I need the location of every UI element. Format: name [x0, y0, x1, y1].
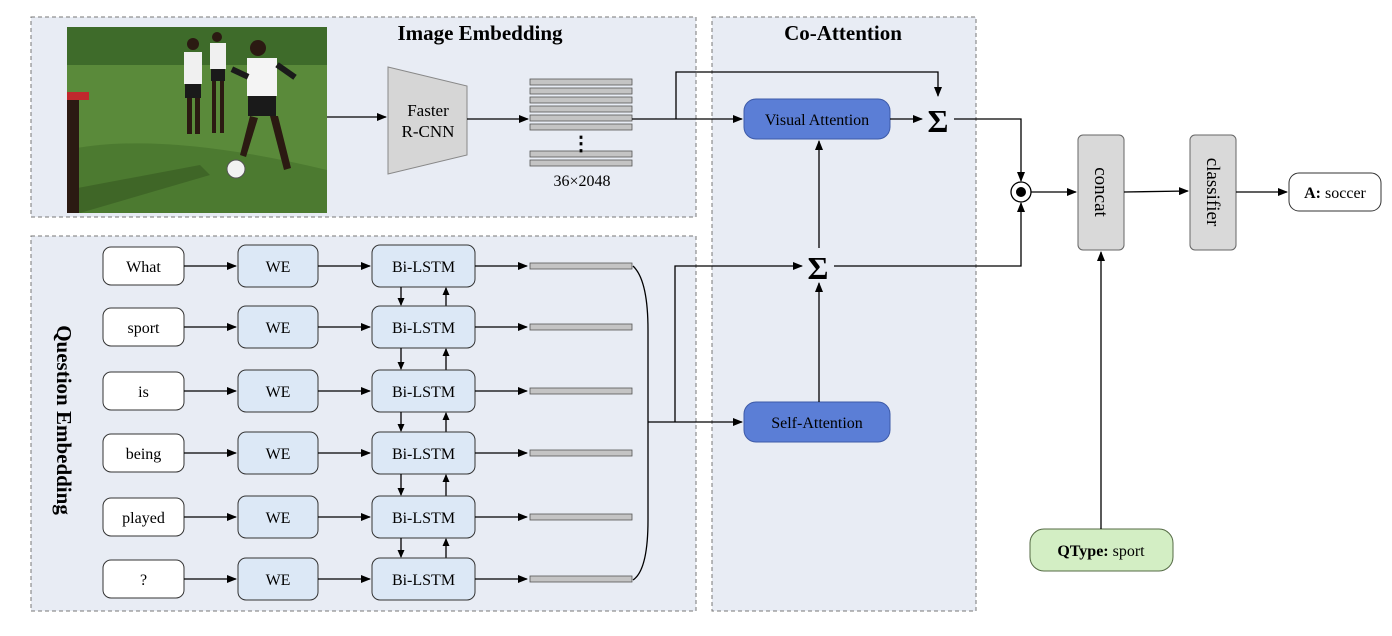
bilstm-label: Bi-LSTM	[392, 446, 455, 463]
answer-box	[1288, 172, 1382, 212]
word-label: What	[126, 259, 161, 276]
word-label: sport	[128, 320, 161, 337]
we-label: WE	[266, 446, 291, 463]
question-feature-bar	[529, 449, 633, 457]
faster-rcnn-label-1: Faster	[407, 101, 449, 120]
question-feature-bar	[529, 387, 633, 395]
feature-dimensions: 36×2048	[553, 173, 610, 190]
we-label: WE	[266, 510, 291, 527]
arrow-middle-sum-to-product	[834, 202, 1025, 267]
elementwise-product-dot	[1016, 187, 1026, 197]
faster-rcnn-label-2: R-CNN	[402, 122, 455, 141]
feature-ellipsis: ⋮	[571, 133, 591, 155]
image-embedding-title: Image Embedding	[397, 21, 563, 45]
answer-text: A: soccer	[1304, 185, 1366, 202]
self-attention-box	[743, 401, 891, 443]
soccer-photo-icon	[67, 27, 327, 213]
word-label: being	[126, 446, 162, 463]
bilstm-label: Bi-LSTM	[392, 384, 455, 401]
word-label: ?	[140, 572, 147, 589]
question-embedding-panel	[30, 235, 697, 612]
bilstm-label: Bi-LSTM	[392, 510, 455, 527]
qtype-prefix: QType:	[1057, 543, 1108, 560]
arrow-top-sum-to-product	[954, 118, 1025, 182]
concat-label: concat	[1090, 167, 1111, 217]
arrow-brace-to-middle-sum	[674, 262, 803, 422]
arrow-concat-to-classifier	[1123, 187, 1189, 196]
co-attention-title: Co-Attention	[784, 21, 902, 45]
question-feature-bar	[529, 575, 633, 583]
self-attention-label: Self-Attention	[771, 415, 863, 432]
question-embedding-title: Question Embedding	[52, 325, 76, 515]
we-label: WE	[266, 320, 291, 337]
concat-box	[1077, 134, 1125, 251]
bilstm-label: Bi-LSTM	[392, 259, 455, 276]
question-feature-brace	[632, 265, 649, 581]
word-label: played	[122, 510, 165, 527]
question-feature-bar	[529, 323, 633, 331]
top-sum-icon: Σ	[928, 103, 949, 139]
qtype-value: sport	[1109, 543, 1146, 560]
answer-value: soccer	[1321, 185, 1367, 202]
image-feature-stack	[529, 78, 633, 167]
bilstm-label: Bi-LSTM	[392, 320, 455, 337]
we-label: WE	[266, 572, 291, 589]
answer-prefix: A:	[1304, 185, 1321, 202]
word-label: is	[138, 384, 149, 401]
we-label: WE	[266, 384, 291, 401]
question-feature-bar	[529, 262, 633, 270]
visual-attention-label: Visual Attention	[765, 112, 869, 129]
faster-rcnn-block	[387, 66, 468, 175]
arrow-features-to-top-sum	[675, 71, 942, 119]
classifier-label: classifier	[1202, 158, 1223, 227]
middle-sum-icon: Σ	[808, 250, 829, 286]
bilstm-label: Bi-LSTM	[392, 572, 455, 589]
question-feature-bar	[529, 513, 633, 521]
qtype-text: QType: sport	[1057, 543, 1145, 560]
we-label: WE	[266, 259, 291, 276]
